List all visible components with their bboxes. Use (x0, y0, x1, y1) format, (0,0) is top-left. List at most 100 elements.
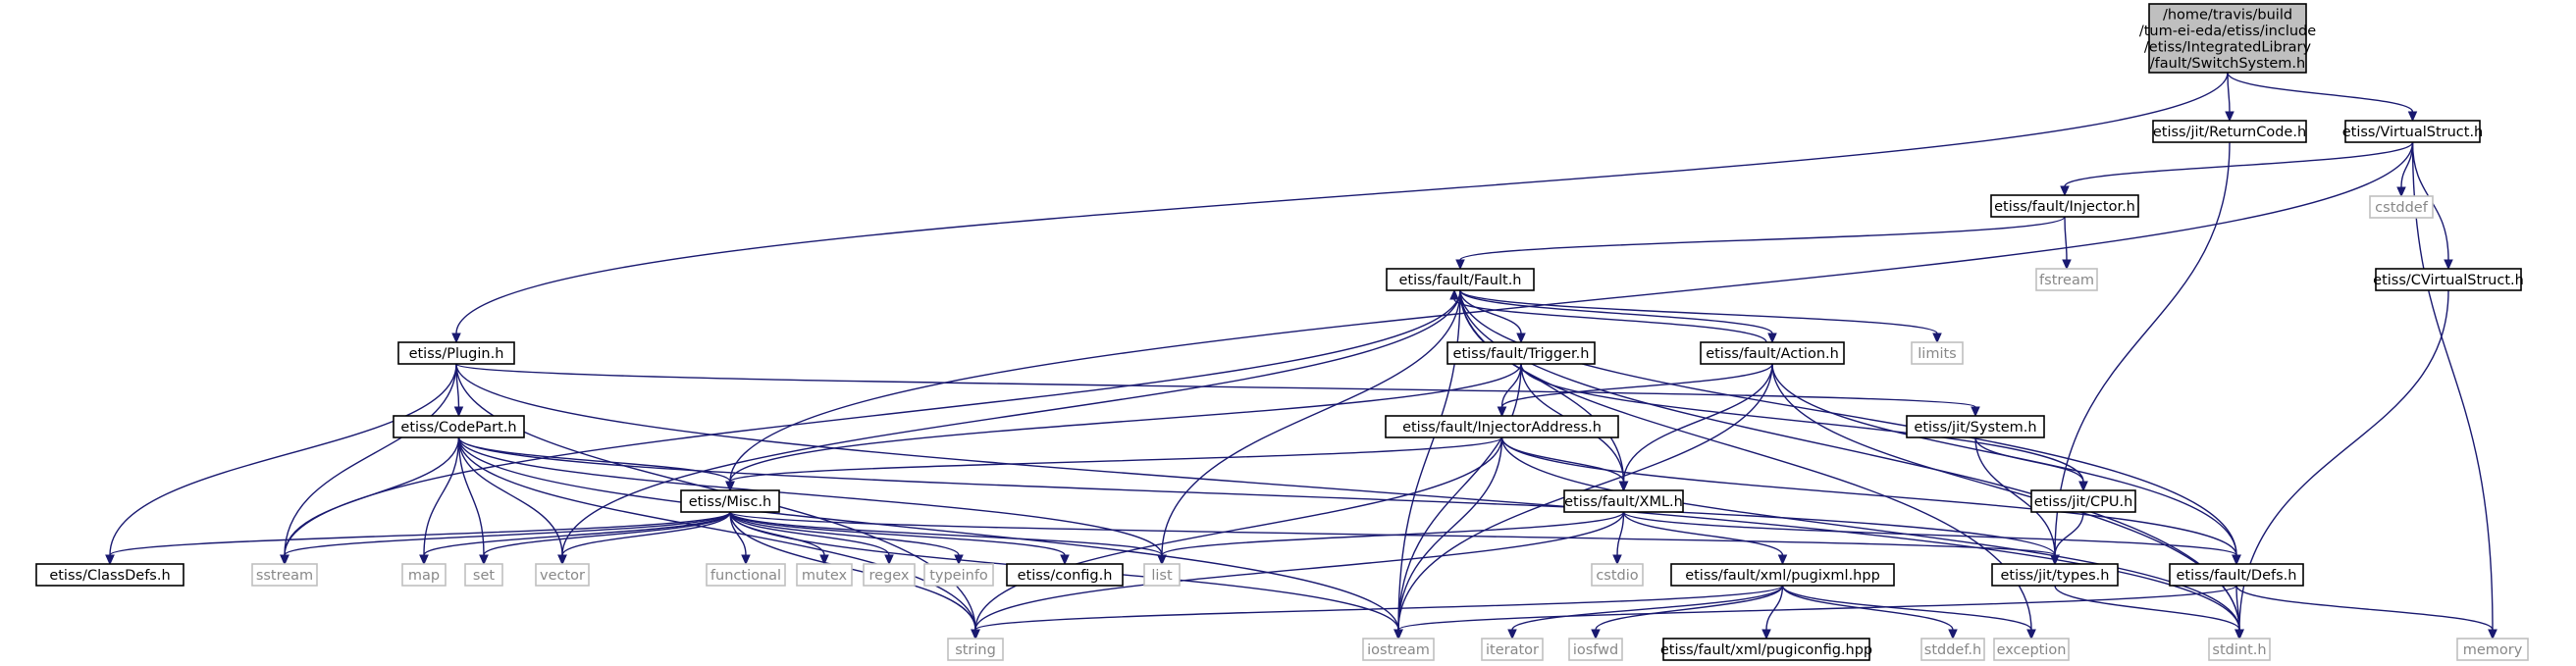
node-codepart[interactable]: etiss/CodePart.h (393, 415, 525, 438)
node-memory-label: memory (2463, 642, 2523, 658)
node-returncode[interactable]: etiss/jit/ReturnCode.h (2152, 120, 2307, 143)
edge-misc-to-classdefs (105, 511, 731, 566)
node-xml[interactable]: etiss/fault/XML.h (1563, 489, 1684, 513)
edge-pugixml-to-string (971, 585, 1784, 640)
node-cstdio-label: cstdio (1596, 568, 1638, 584)
node-classdefs-label: etiss/ClassDefs.h (49, 568, 170, 584)
node-virtualstruct-label: etiss/VirtualStruct.h (2342, 125, 2484, 140)
edge-fault-to-trigger (1459, 289, 1526, 344)
edge-xml-to-cstdio (1612, 511, 1625, 566)
edge-codepart-to-map (419, 436, 460, 566)
edge-misc-to-map (419, 511, 731, 566)
node-functional-label: functional (710, 568, 781, 584)
node-sstream: sstream (251, 563, 318, 587)
node-typeinfo: typeinfo (923, 563, 994, 587)
edge-action-to-injectoraddress (1497, 363, 1773, 418)
edge-defs-to-stdint (2234, 585, 2244, 640)
node-regex: regex (863, 563, 916, 587)
node-defs[interactable]: etiss/fault/Defs.h (2169, 563, 2304, 587)
node-pugiconfig-label: etiss/fault/xml/pugiconfig.hpp (1660, 642, 1872, 658)
node-cstdio: cstdio (1591, 563, 1644, 587)
edge-virtualstruct-to-injector (2060, 141, 2414, 197)
edge-plugin-to-system (455, 363, 1980, 418)
node-pugixml[interactable]: etiss/fault/xml/pugixml.hpp (1670, 563, 1895, 587)
node-cpu[interactable]: etiss/jit/CPU.h (2030, 489, 2136, 513)
node-returncode-label: etiss/jit/ReturnCode.h (2153, 125, 2306, 140)
edge-virtualstruct-to-cstddef (2396, 141, 2414, 198)
edge-misc-to-sstream (280, 511, 731, 566)
node-mutex-label: mutex (802, 568, 848, 584)
node-trigger[interactable]: etiss/fault/Trigger.h (1446, 341, 1596, 365)
node-fault[interactable]: etiss/fault/Fault.h (1386, 268, 1535, 291)
node-root-label: /home/travis/build (2163, 7, 2292, 23)
edge-pugixml-to-pugiconfig (1761, 585, 1784, 640)
node-action-label: etiss/fault/Action.h (1706, 346, 1839, 362)
node-system[interactable]: etiss/jit/System.h (1906, 415, 2045, 438)
node-mutex: mutex (796, 563, 853, 587)
node-config-label: etiss/config.h (1018, 568, 1113, 584)
node-injector-label: etiss/fault/Injector.h (1994, 199, 2135, 215)
node-cvirtualstruct[interactable]: etiss/CVirtualStruct.h (2373, 268, 2524, 291)
edge-root-to-returncode (2225, 72, 2234, 123)
node-xml-label: etiss/fault/XML.h (1564, 494, 1683, 510)
node-injector[interactable]: etiss/fault/Injector.h (1990, 194, 2139, 218)
node-plugin-label: etiss/Plugin.h (409, 346, 504, 362)
node-map-label: map (408, 568, 440, 584)
node-virtualstruct[interactable]: etiss/VirtualStruct.h (2342, 120, 2484, 143)
node-action[interactable]: etiss/fault/Action.h (1700, 341, 1845, 365)
node-sstream-label: sstream (256, 568, 313, 584)
edge-misc-to-regex (729, 511, 894, 566)
node-misc-label: etiss/Misc.h (689, 494, 772, 510)
node-exception-label: exception (1997, 642, 2067, 658)
edge-action-to-stdint (1771, 363, 2244, 640)
edge-misc-to-set (479, 511, 731, 566)
node-stddef-label: stddef.h (1924, 642, 1981, 658)
node-typeinfo-label: typeinfo (929, 568, 988, 584)
node-vector-label: vector (540, 568, 585, 584)
edge-trigger-to-injectoraddress (1497, 363, 1522, 418)
edge-injectoraddress-to-misc (725, 436, 1503, 492)
nodes-layer: /home/travis/build/tum-ei-eda/etiss/incl… (35, 3, 2529, 661)
edge-xml-to-defs (1622, 511, 2241, 566)
edge-plugin-to-classdefs (105, 363, 457, 566)
edge-injector-to-fstream (2062, 216, 2072, 271)
edge-defs-to-iostream (1393, 585, 2237, 640)
node-plugin[interactable]: etiss/Plugin.h (397, 341, 515, 365)
edge-fault-to-limits (1459, 289, 1942, 344)
node-cpu-label: etiss/jit/CPU.h (2034, 494, 2133, 510)
node-iterator-label: iterator (1486, 642, 1539, 658)
edge-xml-to-list (1157, 511, 1625, 566)
node-system-label: etiss/jit/System.h (1914, 420, 2036, 435)
node-types[interactable]: etiss/jit/types.h (1991, 563, 2119, 587)
node-limits: limits (1911, 341, 1964, 365)
node-root-label: /etiss/IntegratedLibrary (2144, 39, 2312, 55)
node-config[interactable]: etiss/config.h (1006, 563, 1124, 587)
node-memory: memory (2456, 638, 2529, 661)
node-classdefs[interactable]: etiss/ClassDefs.h (35, 563, 184, 587)
node-root[interactable]: /home/travis/build/tum-ei-eda/etiss/incl… (2139, 3, 2316, 74)
node-regex-label: regex (868, 568, 909, 584)
edge-root-to-plugin (451, 72, 2229, 344)
node-pugiconfig[interactable]: etiss/fault/xml/pugiconfig.hpp (1660, 638, 1872, 661)
edge-pugixml-to-exception (1781, 585, 2036, 640)
node-iostream: iostream (1362, 638, 1435, 661)
node-injectoraddress[interactable]: etiss/fault/InjectorAddress.h (1385, 415, 1619, 438)
node-fstream: fstream (2035, 268, 2098, 291)
edges-layer (105, 72, 2497, 640)
node-vector: vector (535, 563, 590, 587)
edge-action-to-fault (1449, 288, 1767, 343)
edge-system-to-cpu (1974, 436, 2088, 492)
edge-xml-to-pugixml (1622, 511, 1788, 566)
node-iterator: iterator (1481, 638, 1544, 661)
edge-misc-to-config (729, 511, 1070, 566)
node-pugixml-label: etiss/fault/xml/pugixml.hpp (1685, 568, 1880, 584)
node-iostream-label: iostream (1367, 642, 1430, 658)
edge-action-to-xml (1618, 363, 1773, 492)
edge-types-to-stdint (2054, 585, 2244, 640)
node-iosfwd-label: iosfwd (1573, 642, 1618, 658)
node-root-label: /fault/SwitchSystem.h (2150, 56, 2305, 72)
node-fstream-label: fstream (2039, 273, 2094, 288)
node-misc[interactable]: etiss/Misc.h (680, 489, 780, 513)
node-injectoraddress-label: etiss/fault/InjectorAddress.h (1402, 420, 1602, 435)
